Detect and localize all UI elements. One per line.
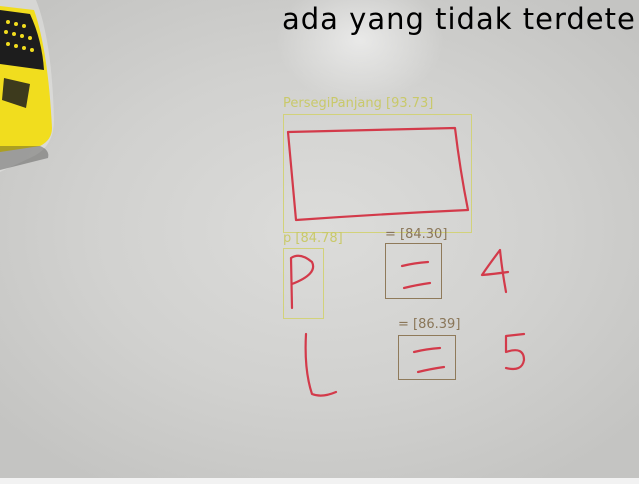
letter-l: [304, 332, 338, 397]
equals-sign-2-top: [412, 346, 442, 354]
detection-box-rectangle: [283, 114, 472, 233]
digit-4: [480, 248, 510, 294]
digit-5: [504, 332, 526, 371]
eraser-image: [0, 0, 54, 172]
equals-sign-1-bottom: [402, 281, 432, 290]
bottom-border: [0, 478, 639, 484]
detection-label-p: p [84.78]: [283, 231, 343, 246]
detection-label-equals-1: = [84.30]: [385, 227, 448, 242]
letter-p: [289, 254, 315, 310]
equals-sign-1-top: [400, 260, 430, 268]
detection-box-p: [283, 248, 324, 319]
detection-box-equals-1: [385, 243, 442, 299]
detection-box-equals-2: [398, 335, 456, 380]
overlay-message: ada yang tidak terdete: [282, 2, 636, 36]
equals-sign-2-bottom: [416, 365, 446, 374]
drawn-rectangle: [286, 126, 470, 222]
detection-label-equals-2: = [86.39]: [398, 317, 461, 332]
detection-label-rectangle: PersegiPanjang [93.73]: [283, 96, 434, 111]
